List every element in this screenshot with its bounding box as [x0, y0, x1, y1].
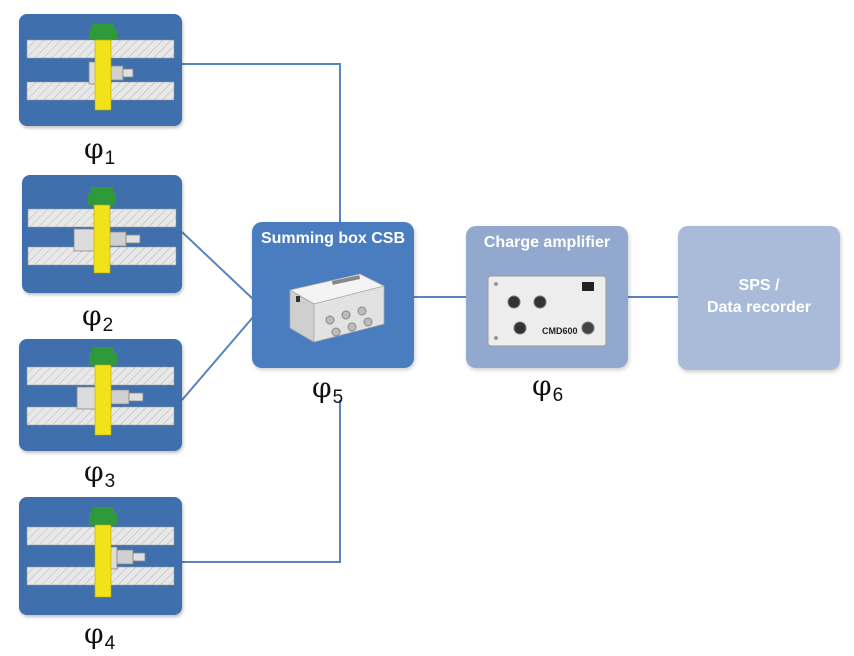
phi-index: 3	[104, 471, 116, 492]
phi-symbol: φ	[532, 369, 552, 402]
summing-box: Summing box CSB	[252, 222, 414, 368]
phi-symbol: φ	[84, 617, 104, 650]
line-sensor-4	[182, 400, 341, 563]
phi-index: 1	[104, 148, 116, 169]
sensor-2-label: φ2	[82, 299, 114, 336]
bolted-joint-icon	[26, 24, 175, 111]
charge-amplifier-device-icon: CMD600	[487, 275, 607, 347]
phi-symbol: φ	[312, 371, 332, 404]
phi-index: 2	[102, 315, 114, 336]
recorder-box: SPS / Data recorder	[678, 226, 840, 370]
summing-box-device-icon	[288, 273, 386, 343]
sensor-4-box	[19, 497, 182, 615]
charge-amplifier-box: Charge amplifier CMD600	[466, 226, 628, 368]
bolted-joint-icon	[27, 187, 177, 274]
sensor-1-box	[19, 14, 182, 126]
recorder-label-line2: Data recorder	[706, 299, 812, 316]
phi-symbol: φ	[84, 132, 104, 165]
bolted-joint-icon	[26, 347, 175, 436]
amplifier-model-text: CMD600	[542, 326, 578, 336]
summing-box-label: φ5	[312, 371, 344, 408]
phi-index: 4	[104, 633, 116, 654]
line-sensor-2	[181, 231, 255, 301]
sensor-3-box	[19, 339, 182, 451]
line-sensor-3	[181, 315, 255, 401]
bolted-joint-icon	[26, 507, 175, 598]
phi-index: 5	[332, 387, 344, 408]
phi-symbol: φ	[84, 455, 104, 488]
recorder-label-line1: SPS /	[738, 277, 780, 294]
charge-amplifier-label: φ6	[532, 369, 564, 406]
sensor-1-label: φ1	[84, 132, 116, 169]
line-sensor-1	[182, 63, 341, 225]
phi-index: 6	[552, 385, 564, 406]
sensor-3-label: φ3	[84, 455, 116, 492]
sensor-2-box	[22, 175, 182, 293]
charge-amplifier-title: Charge amplifier	[483, 234, 611, 251]
phi-symbol: φ	[82, 299, 102, 332]
sensor-4-label: φ4	[84, 617, 116, 654]
summing-box-title: Summing box CSB	[260, 230, 405, 247]
